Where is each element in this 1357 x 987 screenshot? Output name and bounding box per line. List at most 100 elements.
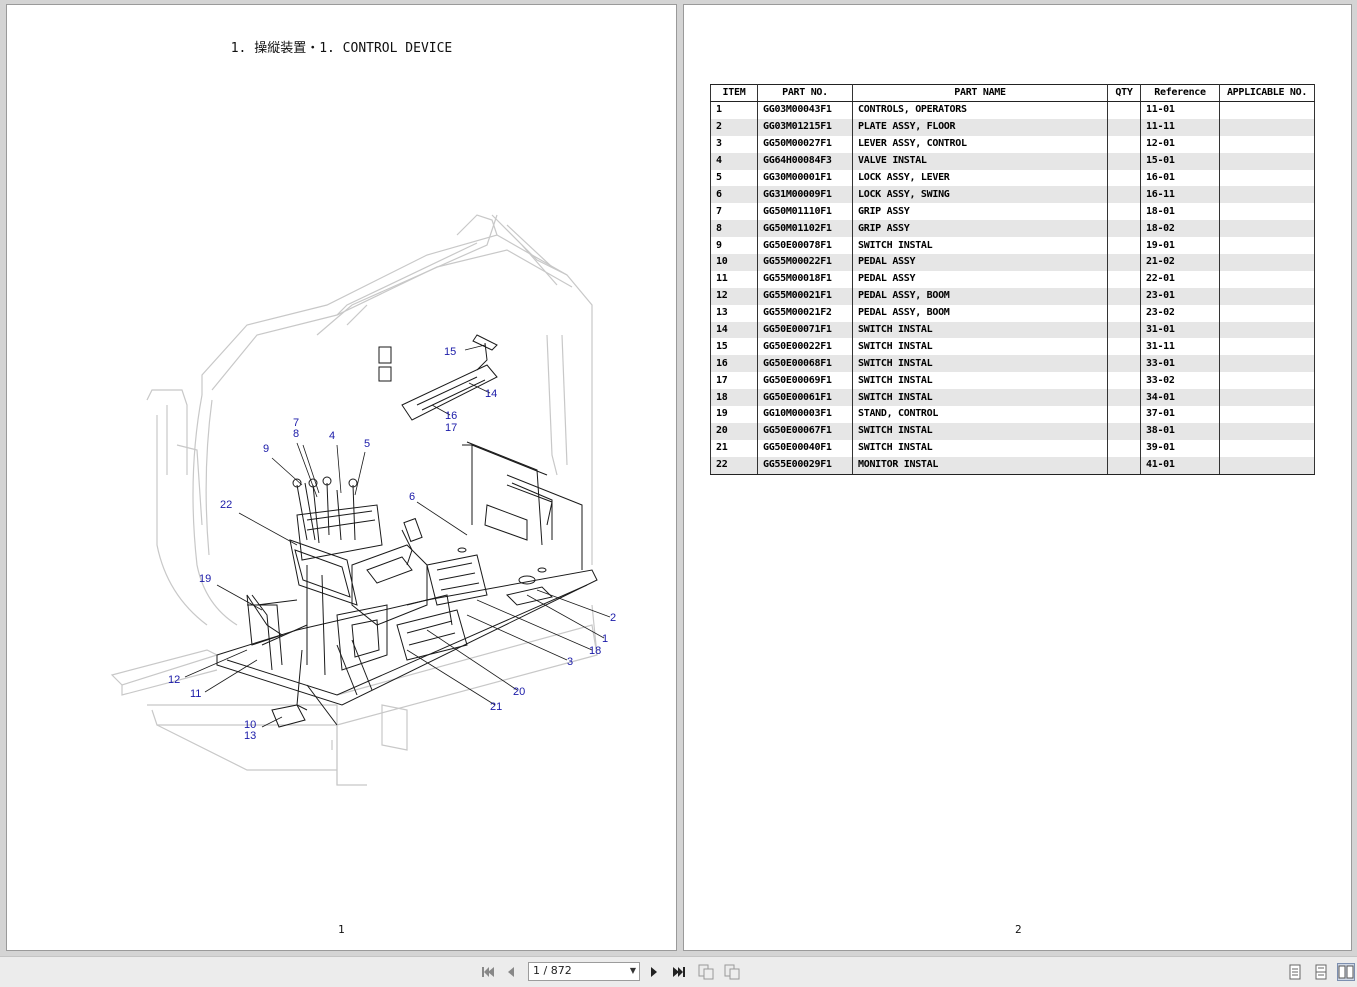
cell-qty — [1107, 439, 1141, 457]
cell-reference: 16-01 — [1140, 169, 1220, 187]
header-applicable-no: APPLICABLE NO. — [1219, 84, 1315, 102]
cell-reference: 16-11 — [1140, 186, 1220, 204]
cell-qty — [1107, 101, 1141, 119]
callout-10: 10 — [244, 719, 256, 731]
cell-item: 6 — [710, 186, 758, 204]
cell-reference: 38-01 — [1140, 422, 1220, 440]
cell-part-name: SWITCH INSTAL — [852, 321, 1108, 339]
cell-item: 11 — [710, 270, 758, 288]
cell-reference: 31-01 — [1140, 321, 1220, 339]
cell-part-no: GG50M01102F1 — [757, 220, 853, 238]
callout-11: 11 — [190, 688, 201, 700]
page-indicator: 1 / 872 — [533, 964, 572, 977]
cell-item: 15 — [710, 338, 758, 356]
continuous-view-button[interactable] — [1312, 963, 1330, 981]
cell-applicable-no — [1219, 338, 1315, 356]
callout-6: 6 — [409, 491, 415, 503]
cell-reference: 41-01 — [1140, 456, 1220, 475]
cell-reference: 23-02 — [1140, 304, 1220, 322]
cell-part-name: LEVER ASSY, CONTROL — [852, 135, 1108, 153]
cell-qty — [1107, 237, 1141, 255]
cell-applicable-no — [1219, 118, 1315, 136]
cell-qty — [1107, 220, 1141, 238]
cell-part-name: GRIP ASSY — [852, 220, 1108, 238]
cell-applicable-no — [1219, 237, 1315, 255]
cell-qty — [1107, 321, 1141, 339]
next-page-icon — [651, 967, 657, 977]
callout-1: 1 — [602, 633, 608, 645]
page-number: 1 — [338, 923, 345, 936]
cell-applicable-no — [1219, 304, 1315, 322]
cell-qty — [1107, 287, 1141, 305]
go-forward-view-button[interactable] — [723, 963, 741, 981]
cell-item: 13 — [710, 304, 758, 322]
cell-part-name: MONITOR INSTAL — [852, 456, 1108, 475]
cell-applicable-no — [1219, 321, 1315, 339]
cell-qty — [1107, 118, 1141, 136]
cell-qty — [1107, 406, 1141, 423]
cell-part-no: GG50E00078F1 — [757, 237, 853, 255]
cell-applicable-no — [1219, 270, 1315, 288]
callout-14: 14 — [485, 388, 497, 400]
cell-item: 7 — [710, 203, 758, 221]
callout-13: 13 — [244, 730, 256, 742]
single-page-view-button[interactable] — [1286, 963, 1304, 981]
cell-item: 3 — [710, 135, 758, 153]
cell-applicable-no — [1219, 287, 1315, 305]
right-page: ITEM PART NO. PART NAME QTY Reference AP… — [683, 4, 1352, 951]
cell-qty — [1107, 152, 1141, 170]
cell-qty — [1107, 270, 1141, 288]
single-page-view-icon — [1289, 964, 1301, 980]
callout-2: 2 — [610, 612, 616, 624]
cell-reference: 19-01 — [1140, 237, 1220, 255]
cell-reference: 31-11 — [1140, 338, 1220, 356]
cell-item: 4 — [710, 152, 758, 170]
callout-4: 4 — [329, 430, 335, 442]
header-reference: Reference — [1140, 84, 1220, 102]
callout-15: 15 — [444, 346, 456, 358]
cell-part-name: LOCK ASSY, LEVER — [852, 169, 1108, 187]
cell-part-no: GG55M00021F2 — [757, 304, 853, 322]
cell-item: 19 — [710, 406, 758, 423]
callout-12: 12 — [168, 674, 180, 686]
left-page: 1. 操縦装置・1. CONTROL DEVICE — [6, 4, 677, 951]
page-number: 2 — [1015, 923, 1022, 936]
go-back-view-button[interactable] — [697, 963, 715, 981]
previous-page-button[interactable] — [502, 963, 520, 981]
parts-diagram: 15 14 16 17 7 8 4 5 9 6 22 19 2 1 18 3 1… — [110, 214, 616, 786]
cell-item: 9 — [710, 237, 758, 255]
next-page-button[interactable] — [645, 963, 663, 981]
last-page-button[interactable] — [670, 963, 688, 981]
cell-reference: 22-01 — [1140, 270, 1220, 288]
first-page-button[interactable] — [479, 963, 497, 981]
cell-applicable-no — [1219, 439, 1315, 457]
cell-part-name: STAND, CONTROL — [852, 406, 1108, 423]
cell-reference: 39-01 — [1140, 439, 1220, 457]
cell-reference: 18-02 — [1140, 220, 1220, 238]
cell-qty — [1107, 135, 1141, 153]
cell-part-no: GG50E00071F1 — [757, 321, 853, 339]
cell-reference: 21-02 — [1140, 254, 1220, 271]
cell-applicable-no — [1219, 203, 1315, 221]
cell-applicable-no — [1219, 169, 1315, 187]
cell-part-name: PEDAL ASSY, BOOM — [852, 287, 1108, 305]
cell-part-name: SWITCH INSTAL — [852, 372, 1108, 390]
callout-5: 5 — [364, 438, 370, 450]
cell-applicable-no — [1219, 372, 1315, 390]
facing-pages-view-button[interactable] — [1337, 963, 1355, 981]
page-title: 1. 操縦装置・1. CONTROL DEVICE — [230, 41, 453, 56]
cell-qty — [1107, 338, 1141, 356]
page-selector[interactable]: 1 / 872 ▼ — [528, 962, 640, 981]
cell-applicable-no — [1219, 389, 1315, 407]
callout-22: 22 — [220, 499, 232, 511]
cell-part-name: SWITCH INSTAL — [852, 389, 1108, 407]
